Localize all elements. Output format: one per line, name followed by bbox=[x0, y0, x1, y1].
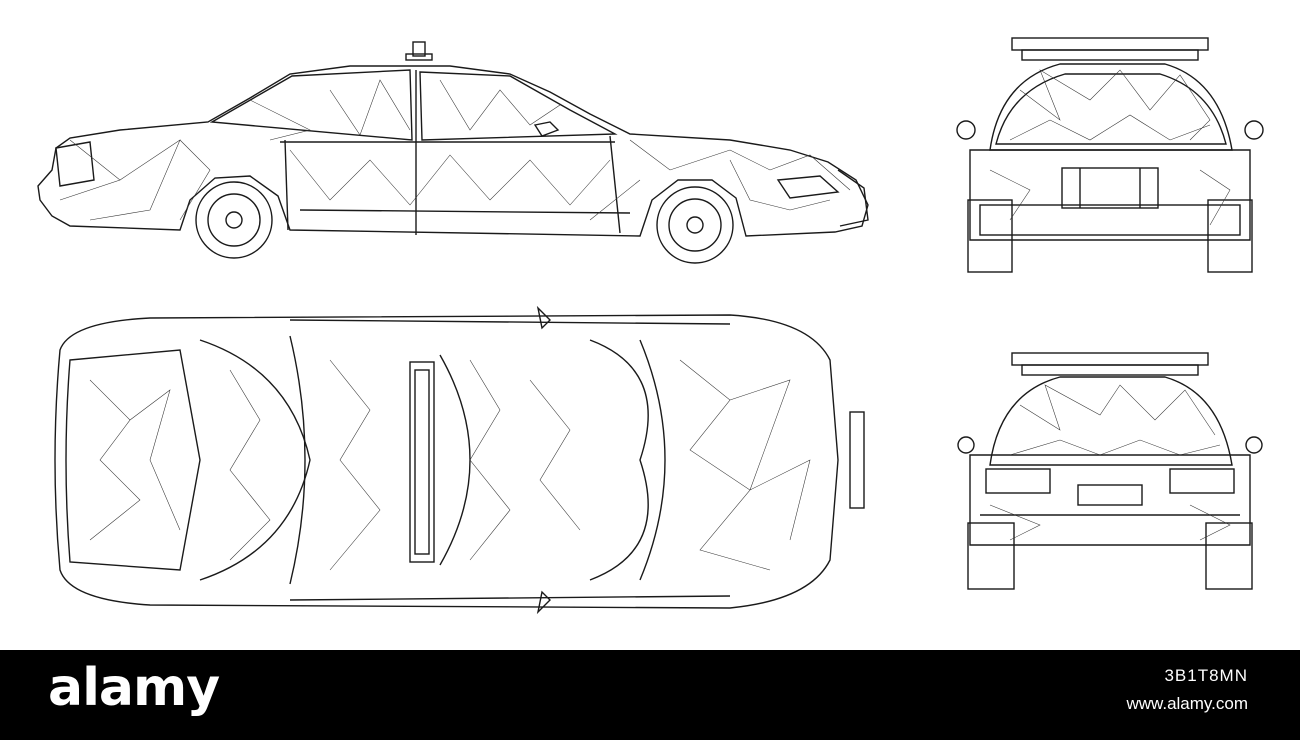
rear-view bbox=[957, 352, 1263, 590]
side-view bbox=[37, 41, 869, 264]
rear-view-body bbox=[957, 352, 1263, 590]
image-id: 3B1T8MN bbox=[1164, 666, 1248, 685]
side-view-body bbox=[37, 41, 869, 237]
site-url: www.alamy.com bbox=[1126, 694, 1248, 713]
side-view-rear-wheel bbox=[195, 181, 273, 259]
alamy-logo: alamy bbox=[48, 658, 220, 718]
front-view-mesh bbox=[989, 69, 1231, 226]
top-view bbox=[54, 305, 865, 615]
rear-view-mesh bbox=[989, 384, 1231, 541]
watermark-footer: alamy 3B1T8MN www.alamy.com bbox=[0, 650, 1300, 740]
front-view-body bbox=[956, 37, 1264, 273]
top-view-body bbox=[54, 305, 865, 615]
top-view-mesh bbox=[89, 359, 811, 571]
side-view-front-wheel bbox=[656, 186, 734, 264]
side-view-mesh bbox=[59, 79, 851, 221]
front-view bbox=[956, 37, 1264, 273]
blueprint-canvas bbox=[37, 37, 1264, 615]
